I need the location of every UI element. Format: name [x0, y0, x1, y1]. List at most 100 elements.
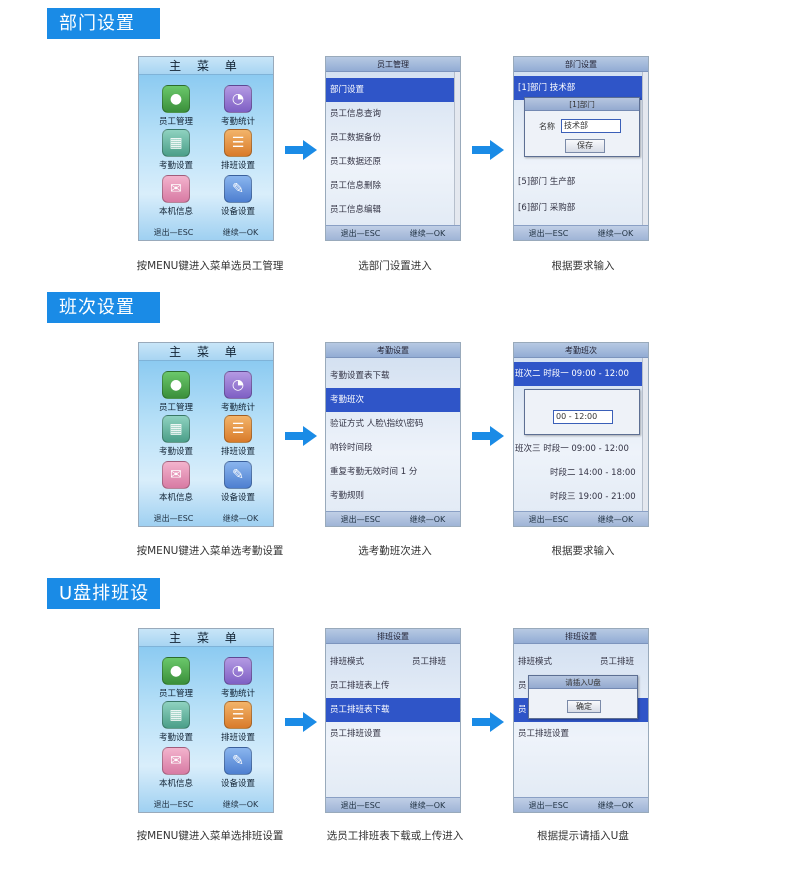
- menu-item-attendance[interactable]: ▦考勤设置: [143, 415, 209, 457]
- list-item[interactable]: 员工信息删除: [330, 181, 382, 191]
- schedule-mode-row[interactable]: 排班模式员工排班: [330, 657, 447, 667]
- list-item[interactable]: 员工数据还原: [330, 157, 382, 167]
- arrow-icon: [472, 426, 506, 446]
- list-item[interactable]: 响铃时间段: [330, 443, 373, 453]
- pie-chart-icon: ◔: [224, 85, 252, 113]
- dept-name-input[interactable]: 技术部: [561, 119, 621, 133]
- staff-menu-screen: 员工管理 部门设置 员工信息查询 员工数据备份 员工数据还原 员工信息删除 员工…: [325, 56, 461, 241]
- pie-chart-icon: ◔: [224, 371, 252, 399]
- list-icon: ☰: [224, 415, 252, 443]
- footer-esc[interactable]: 退出—ESC: [340, 229, 381, 238]
- main-menu-screen: 主 菜 单 ●员工管理 ◔考勤统计 ▦考勤设置 ☰排班设置 ✉本机信息 ✎设备设…: [138, 628, 274, 813]
- shift-row[interactable]: 班次二 时段一 09:00 - 12:00: [514, 362, 642, 386]
- menu-item-staff[interactable]: ●员工管理: [143, 371, 209, 413]
- scrollbar[interactable]: [642, 72, 648, 225]
- caption: 根据要求输入: [551, 545, 615, 557]
- dialog-title: 请插入U盘: [529, 676, 637, 689]
- arrow-icon: [472, 140, 506, 160]
- footer-ok[interactable]: 继续—OK: [222, 800, 259, 809]
- footer-ok[interactable]: 继续—OK: [222, 228, 259, 237]
- footer-esc[interactable]: 退出—ESC: [340, 515, 381, 524]
- shift-row[interactable]: 时段二 14:00 - 18:00: [550, 468, 636, 478]
- list-item-shift[interactable]: 考勤班次: [326, 388, 460, 412]
- menu-item-attendance[interactable]: ▦考勤设置: [143, 701, 209, 743]
- attendance-menu-screen: 考勤设置 考勤设置表下载 考勤班次 验证方式 人脸\指纹\密码 响铃时间段 重复…: [325, 342, 461, 527]
- person-icon: ●: [162, 657, 190, 685]
- menu-item-staff[interactable]: ●员工管理: [143, 85, 209, 127]
- list-item[interactable]: 员工排班表上传: [330, 681, 390, 691]
- footer-esc[interactable]: 退出—ESC: [153, 514, 194, 523]
- arrow-icon: [472, 712, 506, 732]
- caption: 选部门设置进入: [358, 260, 432, 272]
- menu-item-device-info[interactable]: ✉本机信息: [143, 175, 209, 217]
- dept-row[interactable]: [1]部门 技术部: [514, 76, 642, 100]
- list-item-download[interactable]: 员工排班表下载: [326, 698, 460, 722]
- list-item[interactable]: 员工排班设置: [518, 729, 570, 739]
- scrollbar[interactable]: [454, 72, 460, 225]
- screen-title: 部门设置: [514, 57, 648, 72]
- shift-screen: 考勤班次 班次二 时段一 09:00 - 12:00 00 - 12:00 班次…: [513, 342, 649, 527]
- screen-title: 考勤班次: [514, 343, 648, 358]
- footer-ok[interactable]: 继续—OK: [597, 515, 634, 524]
- list-item-dept[interactable]: 部门设置: [326, 78, 454, 102]
- screen-title: 排班设置: [514, 629, 648, 644]
- save-button[interactable]: 保存: [565, 139, 605, 153]
- wrench-icon: ✎: [224, 461, 252, 489]
- footer-esc[interactable]: 退出—ESC: [528, 515, 569, 524]
- main-menu-screen: 主 菜 单 ●员工管理 ◔考勤统计 ▦考勤设置 ☰排班设置 ✉本机信息 ✎设备设…: [138, 56, 274, 241]
- menu-item-schedule[interactable]: ☰排班设置: [205, 701, 271, 743]
- wrench-icon: ✎: [224, 175, 252, 203]
- menu-item-stats[interactable]: ◔考勤统计: [205, 371, 271, 413]
- confirm-button[interactable]: 确定: [567, 700, 601, 713]
- time-input[interactable]: 00 - 12:00: [553, 410, 613, 424]
- menu-item-stats[interactable]: ◔考勤统计: [205, 657, 271, 699]
- footer-ok[interactable]: 继续—OK: [409, 515, 446, 524]
- footer-esc[interactable]: 退出—ESC: [340, 801, 381, 810]
- usb-prompt-screen: 排班设置 排班模式员工排班 员 员 员工排班设置 请插入U盘 确定 退出—ESC…: [513, 628, 649, 813]
- footer-ok[interactable]: 继续—OK: [597, 229, 634, 238]
- list-item[interactable]: 员工排班设置: [330, 729, 382, 739]
- menu-item-device-info[interactable]: ✉本机信息: [143, 461, 209, 503]
- shift-row[interactable]: 班次三 时段一 09:00 - 12:00: [515, 444, 629, 454]
- list-item[interactable]: 验证方式 人脸\指纹\密码: [330, 419, 424, 429]
- main-menu-screen: 主 菜 单 ●员工管理 ◔考勤统计 ▦考勤设置 ☰排班设置 ✉本机信息 ✎设备设…: [138, 342, 274, 527]
- person-icon: ●: [162, 85, 190, 113]
- menu-item-attendance[interactable]: ▦考勤设置: [143, 129, 209, 171]
- menu-item-schedule[interactable]: ☰排班设置: [205, 415, 271, 457]
- screen-title: 考勤设置: [326, 343, 460, 358]
- footer-esc[interactable]: 退出—ESC: [528, 229, 569, 238]
- list-item[interactable]: 员工信息查询: [330, 109, 382, 119]
- menu-item-staff[interactable]: ●员工管理: [143, 657, 209, 699]
- menu-item-schedule[interactable]: ☰排班设置: [205, 129, 271, 171]
- list-item[interactable]: 员工数据备份: [330, 133, 382, 143]
- footer-ok[interactable]: 继续—OK: [222, 514, 259, 523]
- menu-item-device-settings[interactable]: ✎设备设置: [205, 747, 271, 789]
- list-icon: ☰: [224, 701, 252, 729]
- footer-ok[interactable]: 继续—OK: [409, 801, 446, 810]
- shift-row[interactable]: 时段三 19:00 - 21:00: [550, 492, 636, 502]
- scrollbar[interactable]: [642, 358, 648, 511]
- section-title-shift: 班次设置: [47, 292, 160, 323]
- list-item[interactable]: 重复考勤无效时间 1 分: [330, 467, 418, 477]
- menu-item-device-settings[interactable]: ✎设备设置: [205, 461, 271, 503]
- footer-esc[interactable]: 退出—ESC: [153, 800, 194, 809]
- footer-ok[interactable]: 继续—OK: [597, 801, 634, 810]
- person-icon: ●: [162, 371, 190, 399]
- dept-row[interactable]: [5]部门 生产部: [518, 177, 576, 187]
- list-item[interactable]: 员: [518, 681, 527, 691]
- list-item[interactable]: 考勤设置表下载: [330, 371, 390, 381]
- list-item[interactable]: 员工信息编辑: [330, 205, 382, 215]
- dept-row[interactable]: [6]部门 采购部: [518, 203, 576, 213]
- schedule-mode-row[interactable]: 排班模式员工排班: [518, 657, 635, 667]
- menu-item-stats[interactable]: ◔考勤统计: [205, 85, 271, 127]
- footer-ok[interactable]: 继续—OK: [409, 229, 446, 238]
- menu-item-device-settings[interactable]: ✎设备设置: [205, 175, 271, 217]
- keypad-icon: ▦: [162, 701, 190, 729]
- footer-esc[interactable]: 退出—ESC: [153, 228, 194, 237]
- footer-esc[interactable]: 退出—ESC: [528, 801, 569, 810]
- keypad-icon: ▦: [162, 129, 190, 157]
- menu-item-device-info[interactable]: ✉本机信息: [143, 747, 209, 789]
- main-menu-title: 主 菜 单: [139, 343, 273, 361]
- list-item[interactable]: 考勤规则: [330, 491, 365, 501]
- caption: 根据提示请插入U盘: [537, 830, 629, 842]
